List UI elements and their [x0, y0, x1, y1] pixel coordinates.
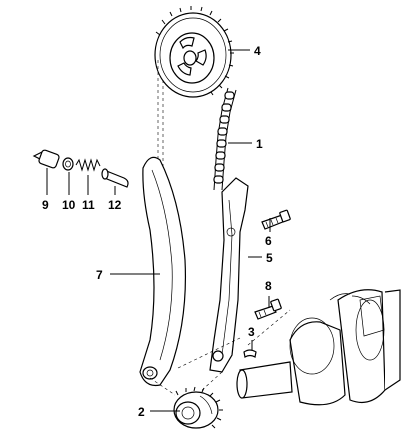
callout-1: 1	[256, 137, 263, 151]
callout-8: 8	[265, 279, 272, 293]
crankshaft-sprocket	[173, 386, 223, 429]
leader-lines	[46, 49, 271, 412]
camshaft-sprocket	[154, 6, 234, 98]
guide-rail	[209, 177, 249, 373]
woodruff-key	[243, 349, 257, 358]
callout-7: 7	[96, 268, 103, 282]
alignment-lines	[149, 309, 291, 396]
callout-5: 5	[266, 251, 273, 265]
timing-chain	[157, 60, 237, 191]
crankshaft	[236, 289, 401, 406]
callout-6: 6	[265, 234, 272, 248]
callout-12: 12	[108, 198, 122, 212]
callout-9: 9	[42, 198, 49, 212]
callout-11: 11	[82, 198, 95, 212]
callout-4: 4	[254, 44, 261, 58]
bolt-8	[254, 298, 282, 320]
callout-labels: 4 1 9 10 11 12 6 5 7 8 3 2	[42, 44, 273, 419]
tensioner-rail	[139, 156, 186, 387]
callout-10: 10	[62, 198, 76, 212]
tensioner-assembly	[32, 149, 129, 188]
callout-3: 3	[248, 325, 255, 339]
callout-2: 2	[138, 405, 145, 419]
bolt-6	[261, 209, 291, 230]
